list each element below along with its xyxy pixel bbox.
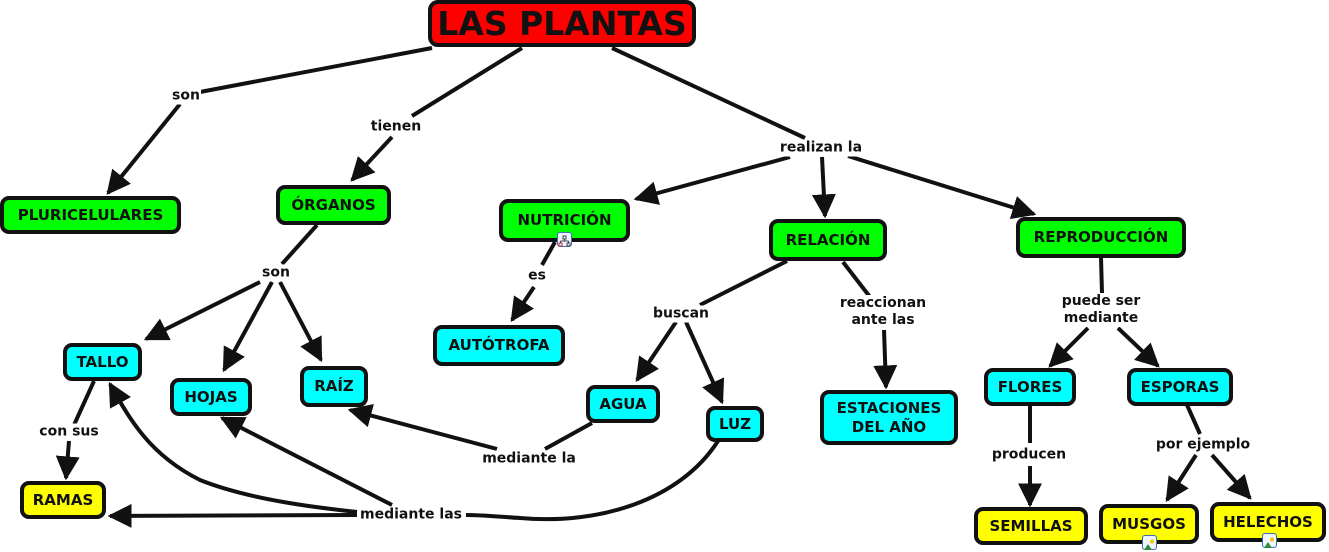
link-label-producen[interactable]: producen — [990, 446, 1068, 464]
link-label-es[interactable]: es — [527, 267, 547, 285]
node-autotrofa[interactable]: AUTÓTROFA — [433, 325, 565, 366]
node-ramas[interactable]: RAMAS — [20, 481, 106, 519]
node-agua[interactable]: AGUA — [586, 385, 660, 423]
line-esporas-porejemplo — [1185, 404, 1202, 435]
link-label-son[interactable]: son — [171, 87, 201, 105]
arrow-realizan-reproduccion — [847, 154, 1037, 220]
arrow-realizan-nutricion — [633, 155, 791, 205]
node-tallo[interactable]: TALLO — [63, 343, 142, 381]
arrow-son-raiz — [278, 281, 323, 363]
link-label-buscan[interactable]: buscan — [651, 305, 711, 323]
node-esporas[interactable]: ESPORAS — [1127, 368, 1233, 406]
line-nutricion-es — [540, 241, 557, 266]
line-luz-mediantelas — [465, 439, 720, 522]
arrow-son-hojas — [222, 281, 274, 373]
arrow-buscan-luz — [684, 321, 725, 405]
node-organos[interactable]: ÓRGANOS — [276, 185, 391, 225]
arrow-buscan-agua — [635, 320, 678, 382]
link-label-por-ejemplo[interactable]: por ejemplo — [1154, 436, 1252, 454]
arrow-reaccionan-estaciones — [873, 329, 898, 390]
link-label-tienen[interactable]: tienen — [369, 118, 423, 136]
link-label-con-sus[interactable]: con sus — [38, 423, 100, 441]
arrow-consus-ramas — [55, 440, 80, 481]
line-plantas-son — [199, 46, 433, 94]
node-hojas[interactable]: HOJAS — [170, 378, 252, 416]
link-label-mediante-las[interactable]: mediante las — [359, 506, 463, 524]
node-pluricelulares[interactable]: PLURICELULARES — [0, 196, 181, 234]
arrow-tienen-organos — [350, 135, 394, 182]
link-label-reaccionan-ante-las[interactable]: reaccionan ante las — [838, 295, 928, 329]
arrow-puede-esporas — [1116, 326, 1160, 368]
line-agua-mediantela — [544, 421, 593, 451]
image-icon[interactable] — [1142, 535, 1157, 550]
arrow-porejemplo-musgos — [1165, 453, 1198, 503]
line-plantas-tienen — [410, 46, 524, 118]
line-relacion-buscan — [699, 259, 788, 307]
node-estaciones-del-ano[interactable]: ESTACIONES DEL AÑO — [820, 390, 958, 445]
arrow-mediantelas-hojas — [219, 416, 393, 507]
line-plantas-realizan — [611, 46, 806, 140]
arrow-es-autotrofa — [510, 285, 536, 322]
arrow-realizan-relacion — [811, 156, 836, 219]
submap-icon[interactable] — [557, 232, 572, 247]
node-las-plantas[interactable]: LAS PLANTAS — [428, 0, 696, 47]
node-raiz[interactable]: RAÍZ — [300, 366, 368, 407]
line-tallo-consus — [72, 380, 96, 426]
arrow-puede-flores — [1048, 326, 1090, 368]
arrow-mediantelas-tallo — [108, 381, 358, 514]
arrow-son-pluricelulares — [106, 102, 182, 195]
image-icon[interactable] — [1262, 533, 1277, 548]
node-flores[interactable]: FLORES — [984, 368, 1076, 406]
link-label-puede-ser-mediante[interactable]: puede ser mediante — [1060, 293, 1142, 327]
node-reproduccion[interactable]: REPRODUCCIÓN — [1016, 217, 1186, 258]
line-organos-son — [280, 223, 319, 266]
link-label-son-organos[interactable]: son — [261, 264, 291, 282]
node-semillas[interactable]: SEMILLAS — [974, 507, 1088, 545]
node-luz[interactable]: LUZ — [706, 406, 764, 442]
link-label-realizan-la[interactable]: realizan la — [778, 139, 864, 157]
arrow-porejemplo-helechos — [1210, 453, 1252, 500]
arrow-mediantelas-ramas — [107, 503, 358, 528]
node-relacion[interactable]: RELACIÓN — [769, 219, 887, 261]
link-label-mediante-la[interactable]: mediante la — [481, 450, 577, 468]
arrow-mediantela-raiz — [347, 403, 498, 451]
line-reproduccion-puede — [1099, 257, 1104, 294]
arrow-son-tallo — [143, 280, 261, 341]
line-relacion-reaccionan — [841, 260, 872, 299]
